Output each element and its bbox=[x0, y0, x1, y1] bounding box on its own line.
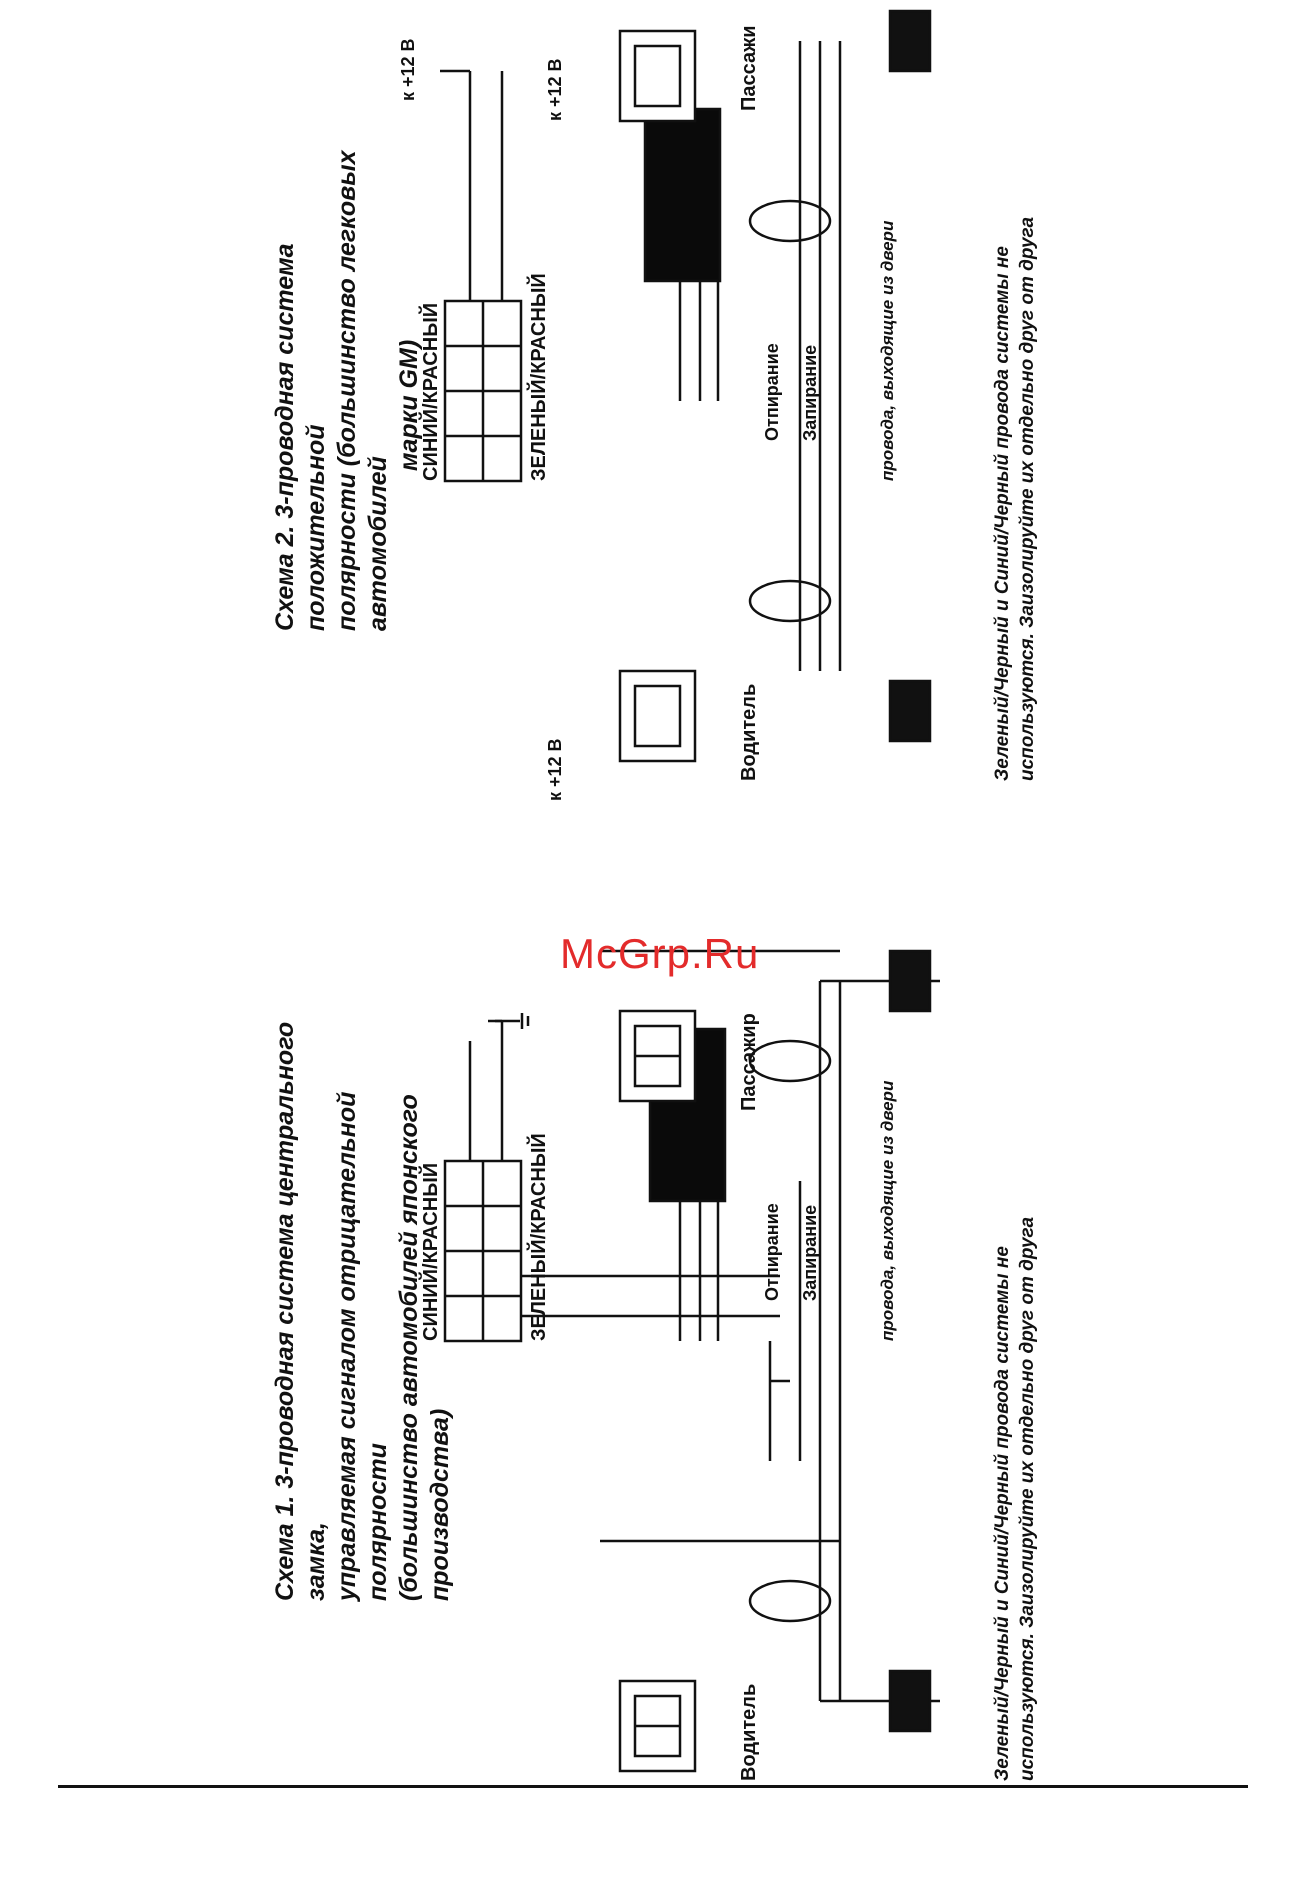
wire-label-green-red: ЗЕЛЕНЫЙ/КРАСНЫЙ bbox=[528, 273, 550, 481]
scheme-2-caption-line: используются. Заизолируйте их отдельно д… bbox=[1017, 216, 1038, 781]
scheme-1: Схема 1. 3-проводная система центральног… bbox=[0, 949, 1309, 1901]
scheme-1-wiring-svg bbox=[443, 949, 940, 1773]
scheme-1-caption-line: используются. Заизолируйте их отдельно д… bbox=[1017, 1216, 1038, 1781]
unlock-label: Отпирание bbox=[762, 343, 782, 441]
passenger-label: Пассажир bbox=[738, 1013, 760, 1111]
scheme-2-caption: Зеленый/Черный и Синий/Черный провода си… bbox=[990, 21, 1040, 781]
lock-label: Запирание bbox=[800, 344, 820, 441]
driver-label: Водитель bbox=[738, 1683, 760, 1781]
passenger-label: Пассажи bbox=[738, 25, 760, 111]
horizontal-rule bbox=[58, 1785, 1248, 1788]
scheme-1-caption-line: Зеленый/Черный и Синий/Черный провода си… bbox=[992, 1246, 1013, 1781]
watermark-text: McGrp.Ru bbox=[560, 930, 760, 977]
controller-block bbox=[643, 107, 722, 283]
door-wires-label: провода, выходящие из двери bbox=[878, 220, 897, 481]
lock-label: Запирание bbox=[800, 1204, 820, 1301]
driver-label: Водитель bbox=[738, 683, 760, 781]
scheme-1-caption: Зеленый/Черный и Синий/Черный провода си… bbox=[990, 961, 1040, 1781]
plus12-driver-label: к +12 В bbox=[545, 738, 565, 801]
door-wires-label: провода, выходящие из двери bbox=[878, 1080, 897, 1341]
wire-label-blue-red: СИНИЙ/КРАСНЫЙ bbox=[420, 1162, 442, 1341]
scheme-2-caption-line: Зеленый/Черный и Синий/Черный провода си… bbox=[992, 246, 1013, 781]
wire-label-green-red: ЗЕЛЕНЫЙ/КРАСНЫЙ bbox=[528, 1133, 550, 1341]
wire-label-blue-red: СИНИЙ/КРАСНЫЙ bbox=[420, 302, 442, 481]
scheme-2: Схема 2. 3-проводная система положительн… bbox=[0, 1, 1309, 901]
unlock-label: Отпирание bbox=[762, 1203, 782, 1301]
plus12-top-label: к +12 В bbox=[398, 38, 418, 101]
plus12-passenger-label: к +12 В bbox=[545, 58, 565, 121]
scheme-2-wiring-svg bbox=[440, 9, 932, 763]
